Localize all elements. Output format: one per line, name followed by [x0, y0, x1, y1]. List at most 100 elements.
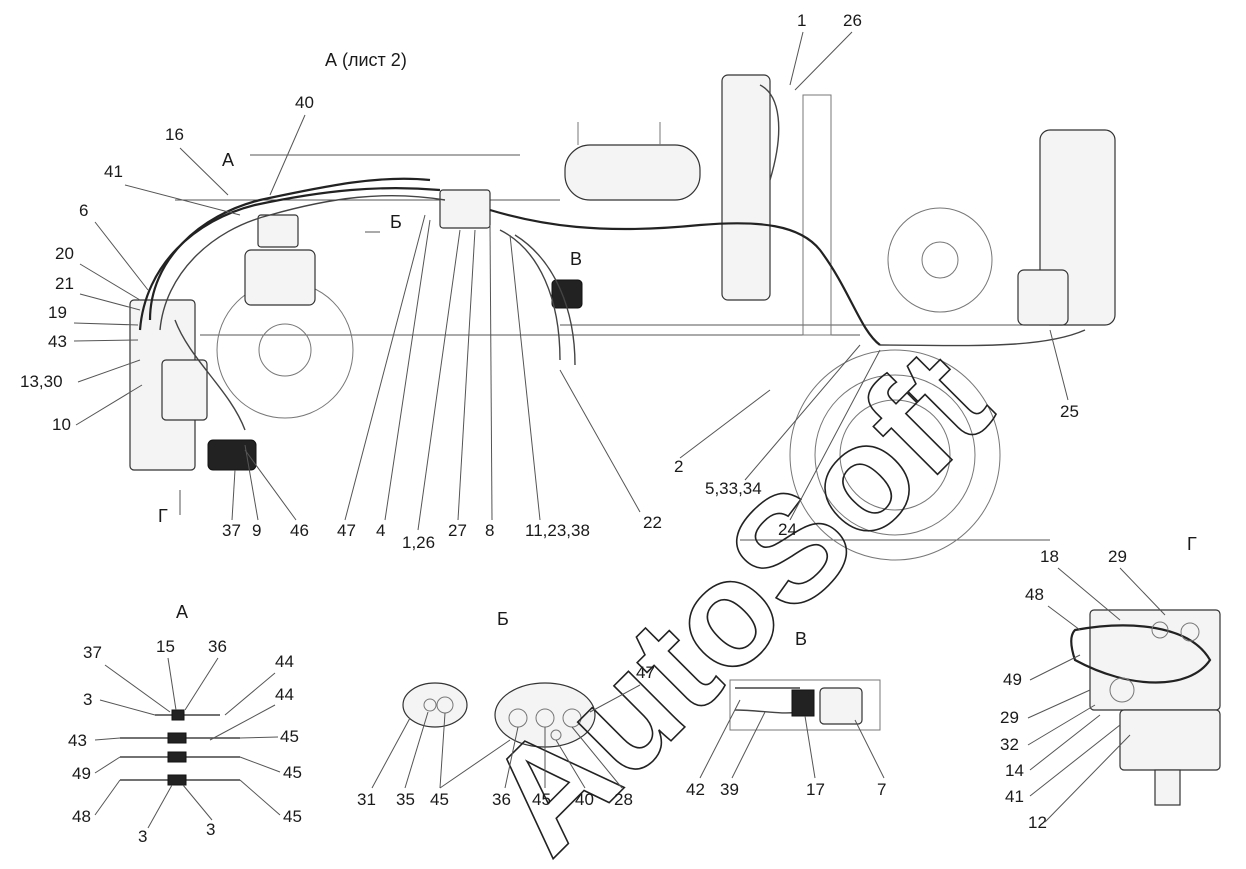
callout: 44: [275, 652, 294, 671]
callout: 24: [778, 520, 797, 539]
view-title-main: А (лист 2): [325, 50, 407, 70]
callout: 48: [72, 807, 91, 826]
wheel-rim: [839, 399, 951, 511]
callout: 6: [79, 201, 88, 220]
callout: 37: [222, 521, 241, 540]
hose-bundle-3: [159, 194, 446, 331]
wheel-outer: [789, 349, 1001, 561]
callout: 47: [337, 521, 356, 540]
callout: 40: [575, 790, 594, 809]
callout: 48: [1025, 585, 1044, 604]
valve-body: [791, 689, 815, 717]
hose-drop: [174, 319, 246, 431]
fitting: [171, 709, 185, 721]
hose-rear: [489, 208, 881, 346]
view-a-artwork: [120, 709, 240, 786]
view-title-b: Б: [497, 609, 509, 629]
hose-down-2: [514, 234, 576, 366]
view-arrow-a: А: [222, 150, 234, 170]
wheel-tread: [814, 374, 976, 536]
callout: 45: [283, 763, 302, 782]
view-title-v: В: [795, 629, 807, 649]
rear-pump: [1017, 269, 1069, 326]
callout: 49: [72, 764, 91, 783]
callout: 47: [636, 663, 655, 682]
hose-bundle-2: [138, 187, 441, 331]
callout: 13,30: [20, 372, 63, 391]
callout: 45: [532, 790, 551, 809]
callout: 22: [643, 513, 662, 532]
fitting: [167, 751, 187, 763]
hose-bundle-1: [148, 177, 431, 321]
valve-top-mid: [439, 189, 491, 229]
callout: 2: [674, 457, 683, 476]
callout: 18: [1040, 547, 1059, 566]
callout: 27: [448, 521, 467, 540]
motor-cylinder: [207, 439, 257, 471]
motor-hub: [258, 323, 312, 377]
callout: 3: [83, 690, 92, 709]
fitting: [167, 774, 187, 786]
callout: 1: [797, 11, 806, 30]
port: [1151, 621, 1169, 639]
mount-plate: [729, 679, 881, 731]
valve-v: [551, 279, 583, 309]
pump-shaft: [1154, 769, 1181, 806]
callout: 12: [1028, 813, 1047, 832]
callout: 3: [206, 820, 215, 839]
port: [1180, 622, 1200, 642]
valve-top-left: [257, 214, 299, 248]
view-v-artwork: [729, 679, 881, 731]
leaders-view-v: [699, 699, 885, 779]
callout: 7: [877, 780, 886, 799]
pump-body: [1119, 709, 1221, 771]
port: [1109, 677, 1135, 703]
leaders-view-a: [94, 657, 281, 829]
callout: 41: [1005, 787, 1024, 806]
view-title-a: А: [176, 602, 188, 622]
view-arrow-b: Б: [390, 212, 402, 232]
callouts-view-v: 42 39 17 7: [686, 780, 886, 799]
view-b-artwork: [402, 682, 596, 748]
callout: 29: [1000, 708, 1019, 727]
callouts-view-b: 47 31 35 45 36 45 40 28: [357, 663, 655, 809]
callout: 42: [686, 780, 705, 799]
callout: 36: [208, 637, 227, 656]
callouts-main: 1 26 40 16 41 6 20 21 19 43 13,30 10 37 …: [20, 11, 1079, 552]
vertical-stack: [721, 74, 771, 301]
gear-housing: [887, 207, 993, 313]
callout: 37: [83, 643, 102, 662]
callout: 17: [806, 780, 825, 799]
fitting: [167, 732, 187, 744]
callout: 21: [55, 274, 74, 293]
plate-small: [402, 682, 468, 728]
callouts-view-g: 18 29 48 49 29 32 14 41 12: [1000, 547, 1127, 832]
hose-to-pump: [879, 329, 1086, 347]
callout: 46: [290, 521, 309, 540]
callout: 28: [614, 790, 633, 809]
callout: 8: [485, 521, 494, 540]
leaders-view-b: [371, 684, 641, 789]
callout: 29: [1108, 547, 1127, 566]
callout: 9: [252, 521, 261, 540]
callout: 39: [720, 780, 739, 799]
leaders-view-g: [1027, 567, 1166, 823]
callout: 45: [283, 807, 302, 826]
callout: 36: [492, 790, 511, 809]
main-view-artwork: [129, 74, 1116, 561]
callout: 43: [48, 332, 67, 351]
view-title-g: Г: [1187, 534, 1197, 554]
view-arrow-g: Г: [158, 506, 168, 526]
view-g-artwork: [1070, 609, 1221, 806]
loop-hose: [1070, 624, 1212, 684]
callout: 26: [843, 11, 862, 30]
callout: 4: [376, 521, 385, 540]
callout: 45: [430, 790, 449, 809]
callout: 25: [1060, 402, 1079, 421]
gear-hub: [921, 241, 959, 279]
air-tank: [564, 144, 701, 201]
port: [423, 698, 437, 712]
valve-block-left: [161, 359, 208, 421]
